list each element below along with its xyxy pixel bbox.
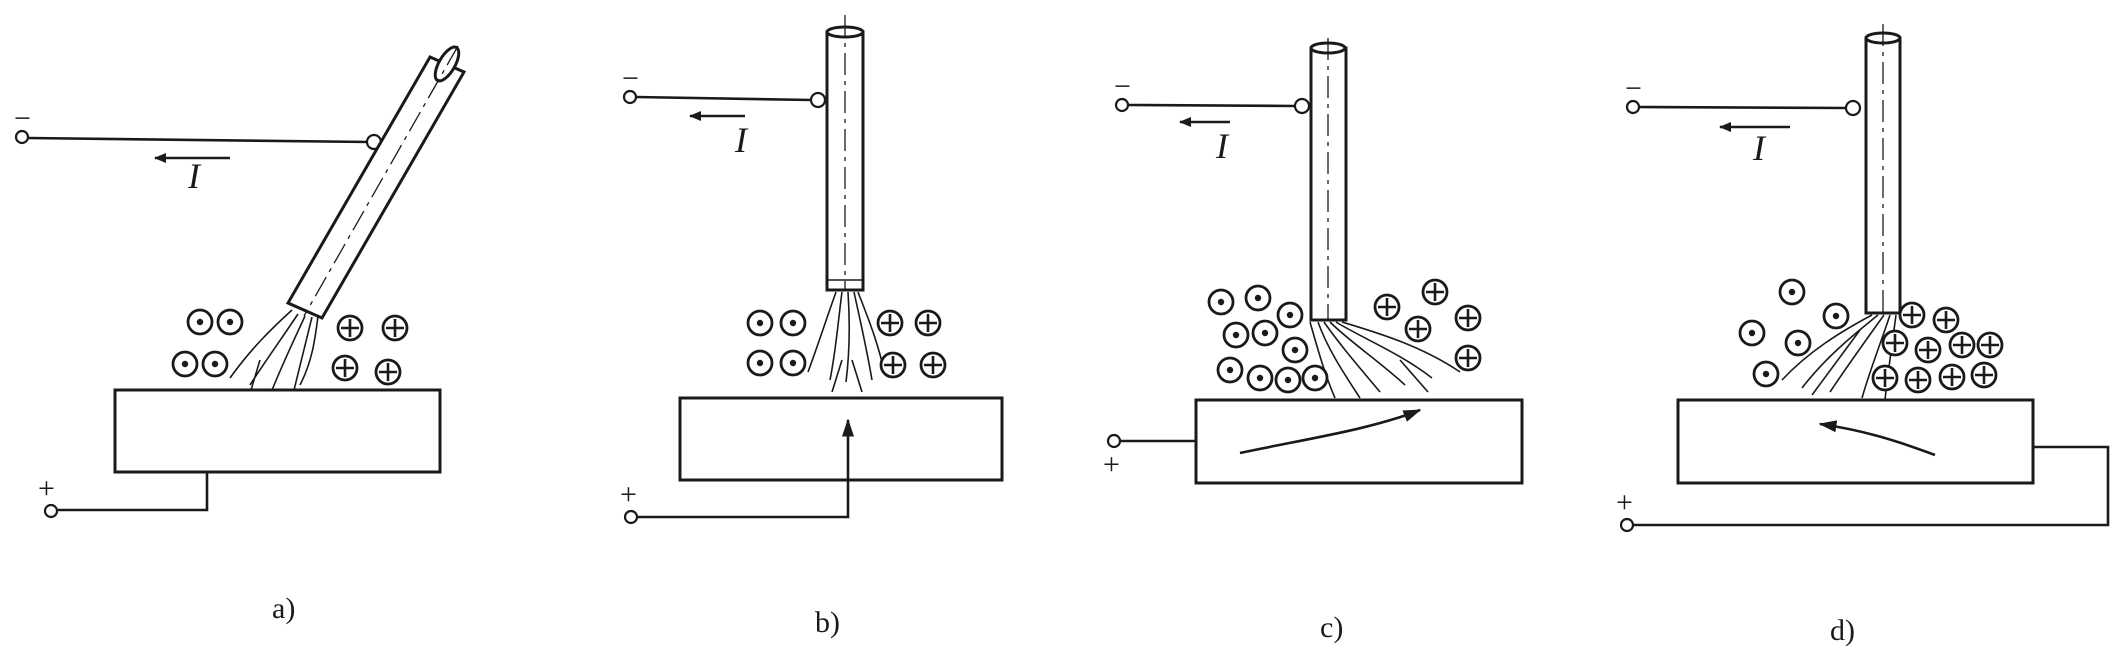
current-label: I bbox=[1215, 126, 1230, 166]
workpiece bbox=[1676, 398, 2035, 485]
arc-plasma bbox=[229, 309, 319, 411]
electrode-clamp bbox=[1293, 97, 1311, 115]
positive-ion-group bbox=[746, 309, 807, 377]
panel-caption-a: a) bbox=[272, 592, 295, 625]
positive-sign: + bbox=[1103, 448, 1120, 481]
positive-sign: + bbox=[38, 472, 55, 505]
arc-plasma-deflected-right bbox=[1309, 321, 1461, 399]
electrode-clamp bbox=[809, 91, 827, 109]
electrode-clamp bbox=[1844, 99, 1862, 117]
vertical-electrode bbox=[1864, 24, 1902, 315]
panel-b: − I bbox=[620, 15, 1004, 639]
positive-terminal bbox=[1106, 433, 1122, 449]
workpiece bbox=[1194, 398, 1524, 485]
positive-ion-group bbox=[171, 308, 244, 378]
positive-sign: + bbox=[1616, 486, 1633, 519]
arc-plasma bbox=[807, 291, 886, 393]
panel-c: − I bbox=[1103, 38, 1524, 644]
vertical-electrode bbox=[1309, 38, 1348, 322]
positive-ion-group bbox=[1738, 278, 1850, 388]
current-path-arrow bbox=[1818, 420, 1936, 457]
positive-terminal bbox=[43, 503, 59, 519]
workpiece bbox=[113, 388, 442, 474]
negative-lead bbox=[27, 136, 371, 144]
negative-sign: − bbox=[1114, 70, 1131, 103]
panel-caption-c: c) bbox=[1320, 611, 1343, 644]
negative-lead bbox=[1127, 103, 1297, 108]
positive-lead bbox=[1633, 445, 2110, 527]
positive-lead bbox=[58, 472, 209, 512]
positive-terminal bbox=[1619, 517, 1635, 533]
positive-sign: + bbox=[620, 478, 637, 511]
vertical-electrode bbox=[825, 15, 865, 292]
inclined-electrode bbox=[285, 45, 467, 320]
panel-a: − I bbox=[14, 45, 467, 625]
negative-lead bbox=[635, 95, 813, 102]
panel-caption-b: b) bbox=[815, 606, 840, 639]
workpiece bbox=[678, 396, 1004, 482]
positive-ion-group bbox=[1207, 284, 1329, 394]
negative-sign: − bbox=[622, 62, 639, 95]
arc-plasma-deflected-left bbox=[1781, 314, 1897, 401]
current-label: I bbox=[187, 156, 202, 196]
negative-ion-group bbox=[876, 309, 947, 379]
negative-ion-group bbox=[1871, 301, 2004, 394]
negative-terminal bbox=[14, 129, 30, 145]
panel-caption-d: d) bbox=[1830, 614, 1855, 647]
negative-ion-group bbox=[331, 314, 409, 386]
panel-d: − I bbox=[1616, 24, 2110, 647]
negative-sign: − bbox=[14, 102, 31, 135]
negative-lead bbox=[1638, 105, 1848, 110]
negative-ion-group bbox=[1373, 278, 1482, 372]
positive-terminal bbox=[623, 509, 639, 525]
current-label: I bbox=[1752, 128, 1767, 168]
positive-lead-with-current-path bbox=[637, 418, 854, 519]
current-label: I bbox=[734, 120, 749, 160]
current-path-arrow bbox=[1239, 408, 1422, 455]
negative-sign: − bbox=[1625, 72, 1642, 105]
